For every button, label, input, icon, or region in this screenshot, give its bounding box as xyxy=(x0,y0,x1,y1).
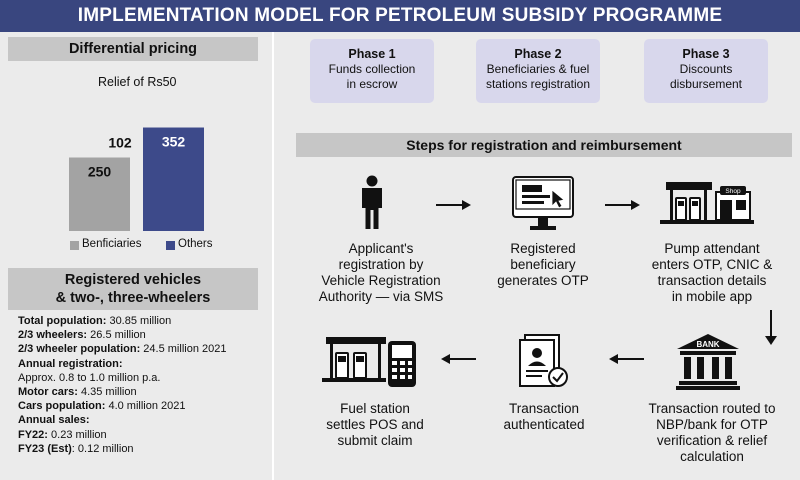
legend-swatch-others xyxy=(166,241,175,250)
bar-value-label: 250 xyxy=(88,164,112,180)
bank-sign: BANK xyxy=(696,340,719,349)
stat-line: Approx. 0.8 to 1.0 million p.a. xyxy=(18,371,161,384)
phase-3-box: Phase 3 Discounts disbursement xyxy=(644,39,768,103)
arrow-left-icon xyxy=(441,354,476,364)
stat-line: FY23 (Est): 0.12 million xyxy=(18,442,134,455)
phase-1-desc2: in escrow xyxy=(346,77,398,91)
vehicle-stats: Total population: 30.85 million 2/3 whee… xyxy=(18,314,263,456)
phase-2-desc1: Beneficiaries & fuel xyxy=(486,62,590,76)
arrow-right-icon xyxy=(605,200,640,210)
stat-line: Cars population: 4.0 million 2021 xyxy=(18,400,186,413)
vehicles-heading: Registered vehicles & two-, three-wheele… xyxy=(8,268,258,310)
relief-value-label: 102 xyxy=(108,135,132,151)
stat-line: Motor cars: 4.35 million xyxy=(18,386,137,399)
legend-swatch-beneficiaries xyxy=(70,241,79,250)
legend-label-beneficiaries: Benficiaries xyxy=(82,238,142,250)
computer-icon xyxy=(512,176,574,230)
phase-2-title: Phase 2 xyxy=(514,47,562,61)
person-icon xyxy=(362,175,382,229)
arrow-right-icon xyxy=(436,200,471,210)
document-check-icon xyxy=(519,334,568,387)
fuel-station-icon: Shop xyxy=(660,182,754,224)
stat-line: Annual registration: xyxy=(18,357,123,370)
page-title: IMPLEMENTATION MODEL FOR PETROLEUM SUBSI… xyxy=(0,0,800,32)
bar-others xyxy=(143,127,204,231)
bank-icon: BANK xyxy=(676,334,740,390)
pos-station-icon xyxy=(322,337,416,387)
vehicles-heading-line2: & two-, three-wheelers xyxy=(55,290,211,306)
bar-value-label: 352 xyxy=(162,134,186,150)
shop-sign: Shop xyxy=(725,188,741,195)
stat-line: Total population: 30.85 million xyxy=(18,315,172,327)
phase-3-title: Phase 3 xyxy=(682,47,730,61)
phase-2-box: Phase 2 Beneficiaries & fuel stations re… xyxy=(476,39,600,103)
phase-3-desc2: disbursement xyxy=(669,77,743,91)
phase-1-title: Phase 1 xyxy=(348,47,396,61)
vehicles-heading-line1: Registered vehicles xyxy=(64,272,202,288)
stat-line: Annual sales: xyxy=(18,414,90,427)
phase-2-desc2: stations registration xyxy=(485,77,591,91)
steps-heading: Steps for registration and reimbursement xyxy=(296,133,792,157)
legend-label-others: Others xyxy=(178,238,213,250)
phase-1-box: Phase 1 Funds collection in escrow xyxy=(310,39,434,103)
pricing-heading: Differential pricing xyxy=(8,37,258,61)
chart-legend: Benficiaries Others xyxy=(70,238,260,254)
phase-1-desc1: Funds collection xyxy=(328,62,416,76)
column-divider xyxy=(272,32,274,480)
stat-line: 2/3 wheeler population: 24.5 million 202… xyxy=(18,343,227,356)
relief-label: Relief of Rs50 xyxy=(98,75,177,89)
bar-benficiaries xyxy=(69,157,130,231)
pricing-chart: 250 352 102 xyxy=(69,127,204,231)
arrow-left-icon xyxy=(609,354,644,364)
phase-3-desc1: Discounts xyxy=(679,62,733,76)
stat-line: 2/3 wheelers: 26.5 million xyxy=(18,329,146,342)
arrow-down-icon xyxy=(765,310,777,345)
stat-line: FY22: 0.23 million xyxy=(18,428,107,441)
